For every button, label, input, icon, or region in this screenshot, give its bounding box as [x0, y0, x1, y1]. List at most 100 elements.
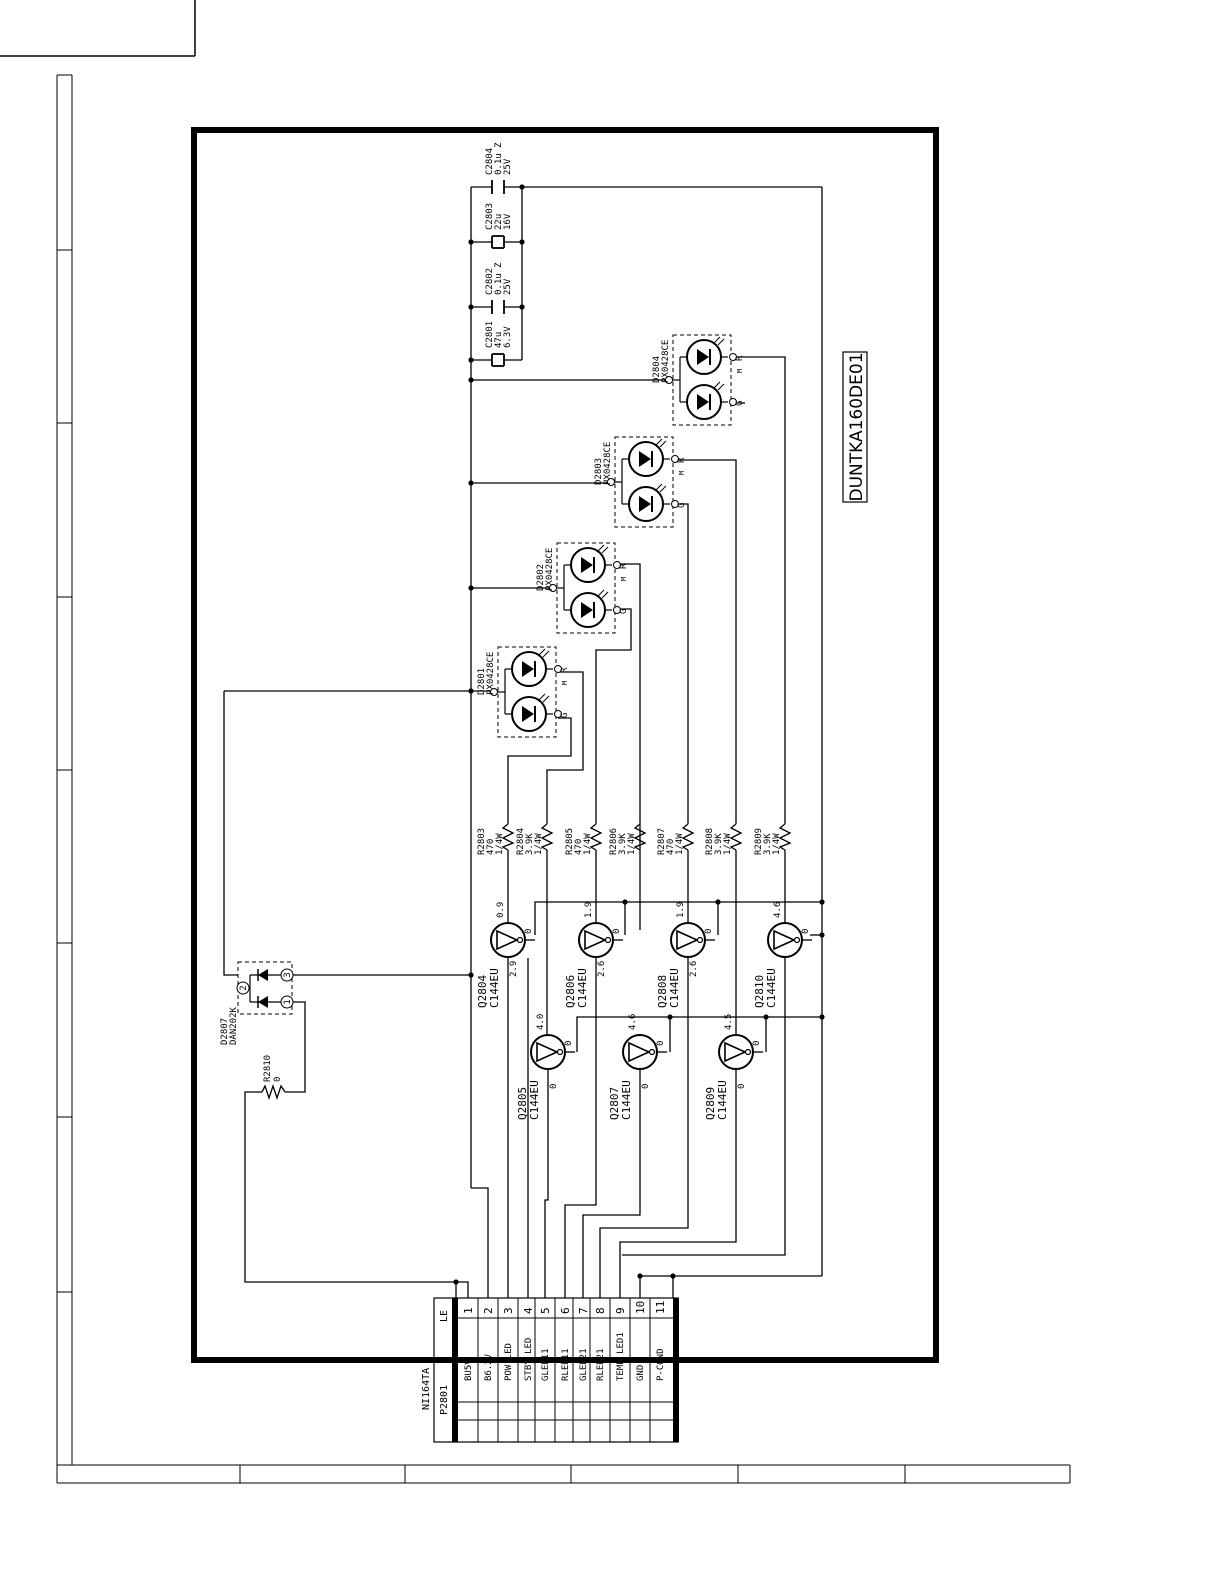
led-pin-r-d2803: R: [677, 457, 687, 463]
wires: [223, 186, 823, 1298]
c2803-ref: C2803: [485, 203, 495, 230]
c2801-ref: C2801: [485, 321, 495, 348]
led-pin-r-d2804: R: [735, 355, 745, 361]
resistor-value-2: 470: [574, 839, 584, 855]
resistor-rating-3: 1/4W: [627, 833, 637, 855]
c2802-ref: C2802: [485, 268, 495, 295]
transistor-ref-6: Q2810: [753, 975, 766, 1008]
transistor-vbottom-4: 2.6: [689, 961, 699, 977]
connector-pin-signal-4: STBY LED: [524, 1338, 534, 1381]
transistor-vbottom-2: 2.6: [597, 961, 607, 977]
connector-pin-num-3: 3: [502, 1307, 515, 1314]
transistor-vtop-2: 1.9: [584, 902, 594, 918]
transistor-part-4: C144EU: [668, 968, 681, 1008]
resistor-rating-4: 1/4W: [675, 833, 685, 855]
connector-ref: P2801: [439, 1385, 450, 1415]
resistor-r2810: R2810 0: [261, 1055, 286, 1101]
connector-pin-signal-10: GND: [636, 1365, 646, 1381]
connector-pin-signal-8: RLED21: [596, 1348, 606, 1381]
connector-pin-num-2: 2: [482, 1307, 495, 1314]
transistor-vtop-0: 0.9: [496, 902, 506, 918]
connector-pin-signal-9: TEMP LED1: [616, 1332, 626, 1381]
connector-pin-num-5: 5: [539, 1307, 552, 1314]
d2807-part: DAN202K: [229, 1006, 239, 1045]
c2801-value: 47u: [494, 332, 504, 348]
transistor-part-2: C144EU: [576, 968, 589, 1008]
resistor-value-4: 470: [666, 839, 676, 855]
connector-pin-num-10: 10: [634, 1301, 647, 1314]
led-pin-g-d2802: G: [619, 609, 629, 614]
transistor-vtop-6: 4.6: [773, 902, 783, 918]
r2810-ref: R2810: [263, 1055, 273, 1082]
resistor-value-6: 3.9K: [763, 833, 773, 855]
transistor-vright-6: 0: [801, 929, 811, 934]
transistor-part-5: C144EU: [716, 1080, 729, 1120]
transistor-vbottom-3: 0: [641, 1084, 651, 1089]
green-led-d2801: [505, 693, 553, 732]
d2807-pin-1: 1: [283, 999, 293, 1004]
transistor-vright-2: 0: [612, 929, 622, 934]
unit-name-text: DUNTKA160DE01: [847, 352, 867, 501]
connector-pin-num-6: 6: [559, 1307, 572, 1314]
d2807-ref: D2807: [220, 1018, 230, 1045]
transistor-vbottom-0: 2.9: [509, 961, 519, 977]
capacitor-c2803: [491, 235, 505, 249]
red-led-d2801: [505, 648, 553, 687]
r2810-value: 0: [273, 1077, 283, 1082]
transistor-vtop-5: 4.5: [724, 1014, 734, 1030]
transistor-vbottom-1: 0: [549, 1084, 559, 1089]
led-pin-m-d2804: M: [736, 369, 744, 373]
resistor-ref-6: R2809: [754, 828, 764, 855]
led-part-d2802: PX0428CE: [545, 548, 555, 591]
green-led-d2803: [622, 483, 670, 522]
grid-frame: [56, 74, 1071, 1484]
red-led-d2802: [564, 544, 612, 583]
led-pin-m-d2802: M: [620, 577, 628, 581]
connector-part: NI164TA: [421, 1368, 432, 1410]
led-part-d2804: PX0428CE: [661, 340, 671, 383]
led-ref-d2801: D2801: [477, 668, 487, 695]
red-led-d2803: [622, 438, 670, 477]
connector-pin-num-7: 7: [577, 1307, 590, 1314]
c2804-rating: 25V: [503, 158, 513, 175]
led-ref-d2804: D2804: [652, 356, 662, 383]
pcb-outline: [191, 127, 939, 1363]
connector-pin-signal-3: POW LED: [504, 1343, 514, 1381]
c2801-rating: 6.3V: [503, 326, 513, 348]
connector-pin-num-4: 4: [522, 1307, 535, 1314]
transistor-ref-1: Q2805: [516, 1087, 529, 1120]
capacitors: [491, 180, 505, 367]
connector-pin-num-11: 11: [654, 1301, 667, 1314]
connector-pin-num-9: 9: [614, 1307, 627, 1314]
resistor-rating-6: 1/4W: [772, 833, 782, 855]
capacitor-c2801: [491, 353, 505, 367]
c2802-value: 0.1u Z: [494, 262, 504, 295]
capacitor-c2802: [491, 300, 505, 314]
transistor-vbottom-5: 0: [737, 1084, 747, 1089]
capacitor-c2804: [491, 180, 505, 194]
transistor-part-0: C144EU: [488, 968, 501, 1008]
transistor-vtop-3: 4.6: [628, 1014, 638, 1030]
led-pin-m-d2803: M: [678, 471, 686, 475]
transistor-vright-0: 0: [524, 929, 534, 934]
resistor-rating-5: 1/4W: [723, 833, 733, 855]
c2803-value: 22u: [494, 214, 504, 230]
led-pin-r-d2802: R: [619, 563, 629, 569]
transistor-vright-4: 0: [704, 929, 714, 934]
green-led-d2804: [680, 381, 728, 420]
led-part-d2801: PX0428CE: [486, 652, 496, 695]
